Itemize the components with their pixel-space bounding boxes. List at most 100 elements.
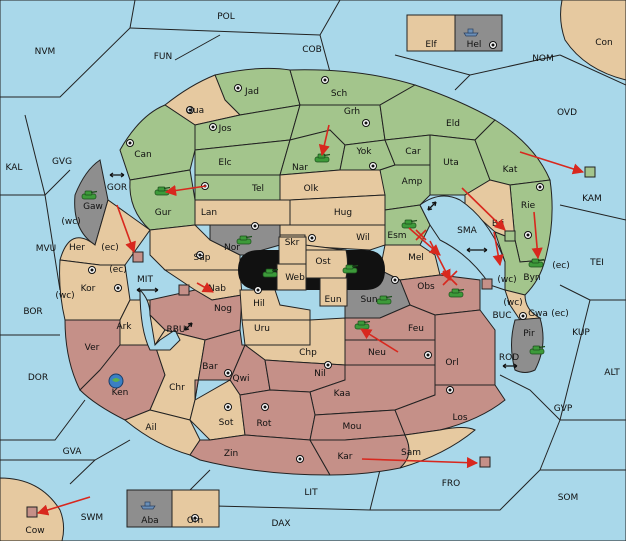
land-label-elf: Elf (425, 40, 437, 50)
territory-can[interactable] (119, 104, 196, 181)
sea-label-nom: NOM (532, 54, 554, 64)
land-label-olk: Olk (304, 184, 320, 194)
coast-label: (wc) (503, 298, 522, 308)
passage-arrows (109, 172, 518, 369)
unit-pending-marker (132, 251, 144, 263)
unit-pending-marker (504, 230, 516, 242)
land-label-amp: Amp (402, 177, 423, 187)
territory-neu[interactable] (344, 339, 436, 366)
land-label-eun: Eun (324, 295, 341, 305)
territory-kor[interactable] (59, 259, 131, 321)
land-label-cow: Cow (25, 526, 44, 536)
land-label-hug: Hug (334, 208, 352, 218)
territory-con[interactable] (560, 0, 626, 81)
sea-sma (419, 195, 506, 291)
territory-eun-inner[interactable] (319, 277, 348, 307)
globe-marker (108, 373, 124, 389)
sea-rbu (139, 288, 181, 351)
land-label-ken: Ken (112, 388, 129, 398)
land-label-car: Car (405, 147, 421, 157)
land-label-sap: Sap (194, 253, 211, 263)
territory-ail[interactable] (124, 409, 201, 456)
land-label-kat: Kat (503, 165, 518, 175)
land-labels: Con Elf Hel Jad Sch Qua Grh Jos Eld Can … (25, 38, 612, 536)
land-label-sch: Sch (331, 89, 347, 99)
sea-label-mit: MIT (137, 275, 153, 285)
sea-label-tei: TEI (589, 258, 604, 268)
land-label-nor: Nor (224, 243, 240, 253)
land-label-pir: Pir (523, 329, 535, 339)
land-label-eld: Eld (446, 119, 460, 129)
land-label-orn: Orn (187, 516, 203, 526)
sea-label-som: SOM (558, 493, 579, 503)
territory-orl[interactable] (434, 309, 496, 386)
unit-pending-marker (481, 278, 493, 290)
territory-qua[interactable] (164, 74, 241, 126)
sea-label-gva: GVA (63, 447, 83, 457)
land-label-sun: Sun (360, 295, 377, 305)
land-label-obs: Obs (417, 282, 435, 292)
land-label-orl: Orl (445, 358, 458, 368)
unit-pending-marker (479, 456, 491, 468)
order-arrows (36, 124, 585, 516)
land-label-feu: Feu (408, 324, 424, 334)
land-label-mel: Mel (408, 253, 424, 263)
land-label-ver: Ver (85, 343, 100, 353)
sea-label-cob: COB (302, 45, 322, 55)
land-label-rot: Rot (257, 419, 272, 429)
land-label-elc: Elc (218, 158, 231, 168)
territory-uru[interactable] (241, 319, 311, 346)
coast-labels: (wc) (ec) (ec) (wc) (wc) (wc) (ec) (ec) (55, 217, 569, 319)
land-label-sam: Sam (401, 448, 421, 458)
territory-web-inner[interactable] (276, 263, 307, 291)
land-label-neu: Neu (368, 348, 386, 358)
land-label-gur: Gur (155, 208, 172, 218)
coast-label: (wc) (497, 275, 516, 285)
land-label-lan: Lan (201, 208, 217, 218)
land-label-chp: Chp (299, 348, 317, 358)
territory-rot[interactable] (239, 389, 316, 441)
sea-label-sma: SMA (457, 226, 477, 236)
land-label-uru: Uru (254, 324, 270, 334)
land-label-mou: Mou (343, 422, 362, 432)
land-label-con: Con (595, 38, 613, 48)
land-label-nar: Nar (292, 163, 308, 173)
sea-label-kam: KAM (582, 194, 602, 204)
land-label-bar: Bar (202, 362, 218, 372)
coast-label: (wc) (61, 217, 80, 227)
sea-label-gor: GOR (107, 183, 127, 193)
sea-label-mvu: MVU (36, 244, 57, 254)
land-label-gwa: Gwa (528, 309, 548, 319)
sea-label-fun: FUN (154, 52, 173, 62)
land-label-zin: Zin (224, 449, 238, 459)
land-label-chr: Chr (169, 383, 185, 393)
coast-label: (wc) (55, 291, 74, 301)
territory-sam[interactable] (399, 427, 476, 469)
territory-los[interactable] (394, 384, 506, 436)
land-label-sot: Sot (219, 418, 234, 428)
land-label-nog: Nog (214, 304, 232, 314)
sea-label-ovd: OVD (557, 108, 577, 118)
land-label-hel: Hel (467, 40, 482, 50)
land-label-los: Los (452, 413, 467, 423)
land-label-nab: Nab (208, 284, 226, 294)
sea-label-alt: ALT (604, 368, 620, 378)
sea-label-dax: DAX (271, 519, 290, 529)
land-label-ost: Ost (315, 257, 331, 267)
land-label-can: Can (134, 150, 152, 160)
land-label-jad: Jad (244, 87, 259, 97)
land-label-kaa: Kaa (334, 389, 351, 399)
land-label-aba: Aba (141, 516, 158, 526)
sea-borders (0, 0, 626, 511)
sea-label-gvp: GVP (554, 404, 573, 414)
territory-pir[interactable] (511, 317, 544, 373)
sea-label-dor: DOR (28, 373, 48, 383)
coast-label: (ec) (109, 265, 127, 275)
sea-label-bor: BOR (23, 307, 42, 317)
territory-skr-inner[interactable] (278, 236, 307, 266)
land-label-tel: Tel (251, 184, 264, 194)
sea-label-lit: LIT (304, 488, 318, 498)
land-label-hil: Hil (253, 299, 265, 309)
land-label-kar: Kar (338, 452, 353, 462)
land-label-rie: Rie (521, 201, 536, 211)
